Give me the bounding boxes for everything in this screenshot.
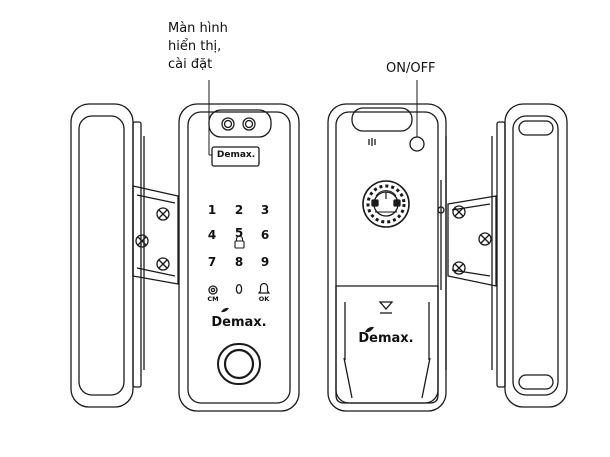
thumb-turn-knob [362, 180, 410, 228]
annotation-line-1: Màn hình [168, 21, 228, 36]
front-view [178, 80, 300, 412]
brand-label-small: Demax. [216, 150, 256, 160]
screw-icon [156, 257, 170, 271]
battery-cover [335, 285, 439, 404]
key-3: 3 [260, 203, 270, 217]
key-7: 7 [207, 255, 217, 269]
key-8: 8 [234, 255, 244, 269]
key-6: 6 [260, 228, 270, 242]
screw-icon [452, 205, 466, 219]
brand-leaf-icon [365, 326, 374, 333]
key-5: 5 [234, 226, 244, 240]
keypad: 1 2 3 4 5 6 7 8 9 [199, 200, 279, 280]
bell-icon [257, 282, 271, 294]
key-4: 4 [207, 228, 217, 242]
status-led-icon [235, 283, 243, 295]
lock-small-icon [234, 235, 245, 249]
screw-icon [478, 232, 492, 246]
brand-label-large: Demax. [211, 315, 267, 330]
annotation-line-2: hiển thị, [168, 39, 222, 54]
screw-icon [156, 207, 170, 221]
key-9: 9 [260, 255, 270, 269]
brand-label-rear: Demax. [358, 331, 414, 346]
key-1: 1 [207, 203, 217, 217]
screw-icon [452, 261, 466, 275]
fingerprint-sensor [217, 343, 261, 385]
side-view-right [447, 103, 568, 408]
handle-slot-top [518, 120, 554, 136]
ok-key-label: OK [258, 295, 270, 303]
camera-icon [221, 117, 256, 131]
brand-leaf-icon [221, 307, 229, 313]
screw-icon [135, 234, 149, 248]
side-view-left [70, 103, 179, 408]
slide-arrow-icon [378, 301, 394, 314]
handle-slot-bottom [518, 374, 554, 390]
cm-key-label: CM [207, 295, 219, 303]
on-off-annotation: ON/OFF [386, 61, 436, 76]
on-off-button [409, 136, 425, 152]
settings-gear-icon [208, 285, 218, 295]
brand-plate [211, 146, 260, 167]
screw-icon [437, 206, 445, 214]
key-2: 2 [234, 203, 244, 217]
display-window [208, 109, 272, 138]
speaker-icon [368, 138, 376, 146]
annotation-line-3: cài đặt [168, 57, 213, 72]
rear-view [327, 80, 447, 412]
display-settings-annotation: Màn hình hiển thị, cài đặt [168, 20, 228, 74]
